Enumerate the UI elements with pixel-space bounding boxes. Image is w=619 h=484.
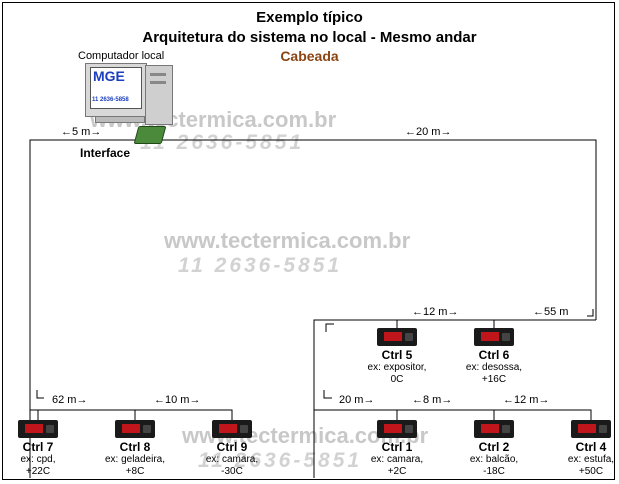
distance-label: ←12 m→ — [412, 306, 459, 318]
computer-screen-brand: MGE — [93, 68, 125, 84]
controller-temperature: +2C — [387, 466, 407, 477]
controller-temperature: +16C — [481, 374, 507, 385]
controller-example: ex: expositor, — [367, 362, 427, 373]
controller-icon — [474, 420, 514, 438]
controller-name: Ctrl 7 — [22, 440, 54, 454]
controller-ctrl9: Ctrl 9 ex: camara, -30C — [177, 420, 287, 478]
distance-label: ←5 m→ — [61, 126, 102, 138]
corner-mark — [323, 390, 332, 399]
controller-ctrl1: Ctrl 1 ex: camara, +2C — [342, 420, 452, 478]
controller-ctrl8: Ctrl 8 ex: geladeira, +8C — [80, 420, 190, 478]
controller-temperature: -30C — [221, 466, 243, 477]
diagram-frame — [2, 2, 615, 480]
controller-ctrl2: Ctrl 2 ex: balcão, -18C — [439, 420, 549, 478]
distance-label: ←20 m→ — [405, 126, 452, 138]
controller-icon — [115, 420, 155, 438]
corner-mark — [325, 323, 334, 332]
controller-temperature: 0C — [390, 374, 404, 385]
controller-icon — [474, 328, 514, 346]
controller-example: ex: estufa, — [567, 454, 615, 465]
controller-icon — [18, 420, 58, 438]
diagram-section: Cabeada — [280, 48, 339, 64]
distance-label: ←10 m→ — [154, 394, 201, 406]
controller-example: ex: cpd, — [20, 454, 56, 465]
controller-icon — [377, 328, 417, 346]
computer-label: Computador local — [78, 50, 165, 62]
corner-mark — [36, 390, 44, 399]
distance-label: ←8 m→ — [412, 394, 453, 406]
controller-ctrl6: Ctrl 6 ex: desossa, +16C — [439, 328, 549, 386]
controller-example: ex: camara, — [370, 454, 424, 465]
controller-name: Ctrl 6 — [478, 348, 510, 362]
controller-icon — [571, 420, 611, 438]
interface-icon — [133, 126, 167, 144]
controller-icon — [377, 420, 417, 438]
wire-bottom-left-bus — [30, 409, 233, 420]
controller-temperature: +50C — [578, 466, 604, 477]
controller-name: Ctrl 1 — [381, 440, 413, 454]
controller-ctrl5: Ctrl 5 ex: expositor, 0C — [342, 328, 452, 386]
controller-name: Ctrl 2 — [478, 440, 510, 454]
corner-mark — [587, 309, 594, 317]
controller-name: Ctrl 9 — [216, 440, 248, 454]
diagram-subtitle: Arquitetura do sistema no local - Mesmo … — [142, 29, 477, 46]
controller-example: ex: desossa, — [465, 362, 523, 373]
distance-label: 62 m→ — [52, 394, 88, 406]
distance-label: 20 m→ — [339, 394, 375, 406]
distance-label: ←12 m→ — [503, 394, 550, 406]
controller-icon — [212, 420, 252, 438]
controller-temperature: -18C — [483, 466, 505, 477]
controller-example: ex: camara, — [205, 454, 259, 465]
distance-label: ←55 m — [533, 306, 569, 318]
interface-label: Interface — [80, 146, 131, 160]
controller-name: Ctrl 5 — [381, 348, 413, 362]
watermark-phone: 11 2636-5851 — [178, 254, 343, 277]
wire-left-bus — [29, 139, 140, 478]
wire-bottom-right-bus — [314, 409, 592, 420]
diagram-title: Exemplo típico — [256, 9, 363, 26]
controller-example: ex: balcão, — [469, 454, 519, 465]
controller-example: ex: geladeira, — [104, 454, 166, 465]
controller-name: Ctrl 8 — [119, 440, 151, 454]
controller-temperature: +8C — [125, 466, 145, 477]
controller-ctrl4: Ctrl 4 ex: estufa, +50C — [536, 420, 619, 478]
wire-mid-bus — [313, 319, 596, 478]
controller-ctrl7: Ctrl 7 ex: cpd, +22C — [0, 420, 93, 478]
controller-name: Ctrl 4 — [575, 440, 607, 454]
controller-temperature: +22C — [25, 466, 51, 477]
computer-screen-phone: 11 2636-5858 — [92, 97, 129, 103]
watermark-phone: 11 2636-5851 — [198, 449, 363, 472]
watermark-site: www.tectermica.com.br — [164, 228, 411, 253]
computer-icon: MGE 11 2636-5858 — [85, 63, 183, 125]
wire-top-bus — [157, 139, 597, 320]
watermark-phone: 11 2636-5851 — [140, 131, 305, 154]
